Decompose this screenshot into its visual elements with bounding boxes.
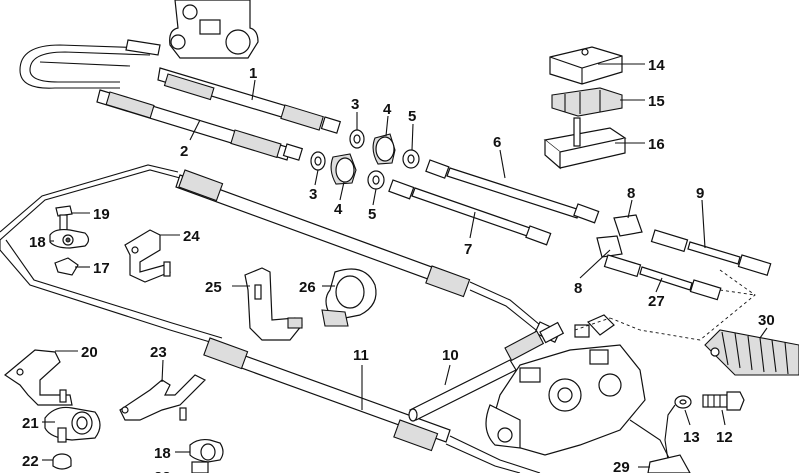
label-21: 21 <box>22 415 39 432</box>
label-25: 25 <box>205 279 222 296</box>
label-27: 27 <box>648 293 665 310</box>
label-22-upper: 22 <box>22 453 39 470</box>
label-22-lower: 22 <box>154 469 171 473</box>
fittings-8 <box>596 214 643 258</box>
cable-holder-30 <box>704 329 799 376</box>
label-23: 23 <box>150 344 167 361</box>
label-12: 12 <box>716 429 733 446</box>
label-1: 1 <box>249 65 257 82</box>
label-20: 20 <box>81 344 98 361</box>
label-6: 6 <box>493 134 501 151</box>
clip-18-bottom <box>189 438 224 473</box>
bolt-19 <box>55 205 73 231</box>
label-16: 16 <box>648 136 665 153</box>
label-26: 26 <box>299 279 316 296</box>
brake-cable-11 <box>203 337 541 473</box>
bracket-20 <box>3 349 73 406</box>
label-8-lower: 8 <box>574 280 582 297</box>
valve-assembly <box>485 344 671 473</box>
brake-cable-long <box>0 164 561 346</box>
label-17: 17 <box>93 260 110 277</box>
bracket-23 <box>119 374 207 421</box>
label-3-upper: 3 <box>351 96 359 113</box>
clip-21 <box>44 406 101 443</box>
label-5-upper: 5 <box>408 108 416 125</box>
bracket-16 <box>543 117 627 170</box>
label-5-lower: 5 <box>368 206 376 223</box>
label-19: 19 <box>93 206 110 223</box>
leader-lines <box>42 63 768 468</box>
label-4-lower: 4 <box>334 201 343 218</box>
bracket-24 <box>124 229 171 283</box>
label-29: 29 <box>613 459 630 473</box>
nut-22 <box>52 453 72 470</box>
nut-17 <box>54 257 79 276</box>
label-15: 15 <box>648 93 665 110</box>
dashed-leaders <box>574 269 756 341</box>
brake-hose-10 <box>408 314 615 422</box>
label-30: 30 <box>758 312 775 329</box>
brake-pipe-6 <box>425 159 600 224</box>
label-9: 9 <box>696 185 704 202</box>
pipe-clip-15 <box>551 87 623 117</box>
brake-pipe-7 <box>388 179 552 246</box>
label-3-lower: 3 <box>309 186 317 203</box>
valve-block-top <box>169 0 259 59</box>
bracket-25 <box>244 267 303 341</box>
brake-pipe-9 <box>650 229 772 276</box>
seal-rings <box>310 129 420 190</box>
label-18-lower: 18 <box>154 445 171 462</box>
brake-pipe-27 <box>603 254 722 301</box>
label-11: 11 <box>353 347 369 364</box>
label-13: 13 <box>683 429 700 446</box>
clip-29 <box>647 454 691 473</box>
clip-18-top <box>49 228 90 249</box>
brake-line-1 <box>19 39 342 134</box>
label-2: 2 <box>180 143 188 160</box>
label-8-upper: 8 <box>627 185 635 202</box>
label-7: 7 <box>464 241 472 258</box>
label-18-upper: 18 <box>29 234 46 251</box>
clamp-26 <box>321 268 377 327</box>
label-10: 10 <box>442 347 459 364</box>
label-4-upper: 4 <box>383 101 392 118</box>
banjo-bolt-12 <box>702 391 745 411</box>
brake-line-2 <box>39 61 304 161</box>
callout-labels: 1 2 3 3 4 4 5 5 6 7 8 8 9 10 11 12 13 14… <box>22 57 775 473</box>
pipe-clip-14 <box>549 46 623 85</box>
label-14: 14 <box>648 57 665 74</box>
label-24: 24 <box>183 228 200 245</box>
